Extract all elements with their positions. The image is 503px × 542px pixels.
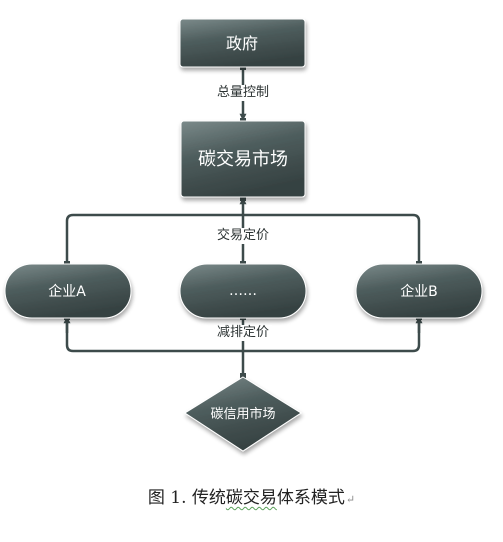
connectors [63, 67, 423, 378]
node-ellipsis-label: …… [229, 283, 257, 299]
node-government-label: 政府 [226, 34, 258, 53]
edge-label-reduction-pricing: 减排定价 [213, 325, 273, 341]
caption-underlined-word: 碳交易 [225, 488, 277, 508]
node-ellipsis: …… [179, 263, 307, 319]
caption-prefix: 图 1. 传统 [147, 488, 226, 508]
figure-caption: 图 1. 传统碳交易体系模式↵ [0, 487, 503, 511]
node-enterprise-b-label: 企业B [400, 283, 438, 300]
node-credit-market: 碳信用市场 [184, 376, 302, 452]
point-market-bottom [240, 195, 246, 201]
node-enterprise-a-label: 企业A [48, 283, 86, 300]
edge-label-trade-pricing: 交易定价 [213, 228, 273, 244]
node-carbon-market-label: 碳交易市场 [198, 149, 288, 170]
node-enterprise-b: 企业B [355, 263, 483, 319]
paragraph-mark-icon: ↵ [345, 493, 356, 506]
node-carbon-market: 碳交易市场 [180, 120, 306, 198]
point-credit-top [240, 373, 246, 379]
node-enterprise-a: 企业A [4, 263, 132, 319]
node-credit-market-label: 碳信用市场 [210, 406, 275, 422]
caption-suffix: 体系模式 [276, 488, 345, 508]
node-government: 政府 [179, 18, 306, 68]
edge-label-total-control: 总量控制 [213, 85, 273, 101]
